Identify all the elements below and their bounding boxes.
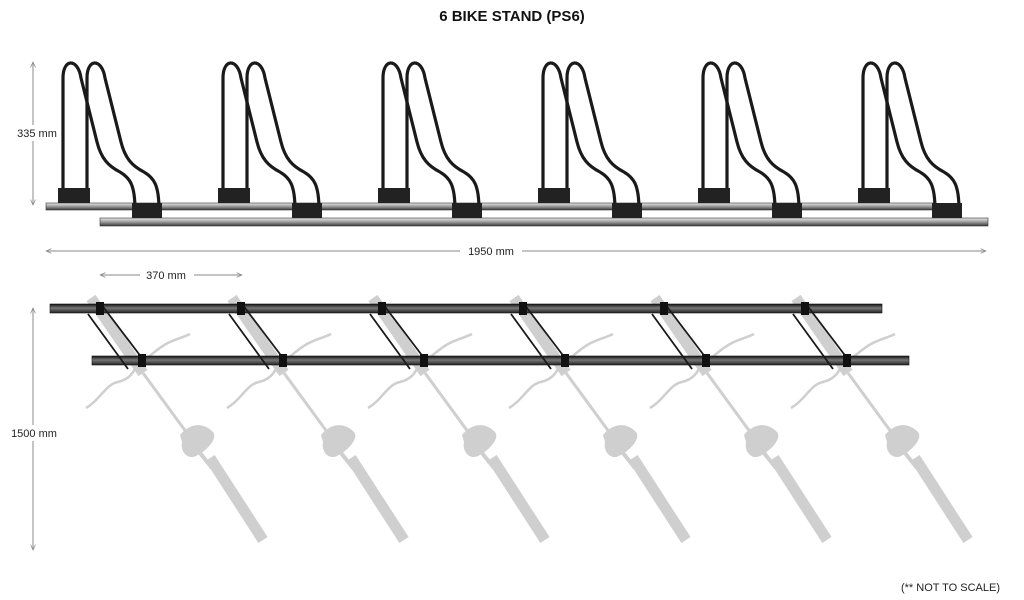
- stand-loop: [885, 61, 961, 212]
- frame-clamp-back: [378, 302, 386, 315]
- stand-base-back: [538, 188, 570, 203]
- plan-frames: [87, 302, 851, 370]
- plan-bike-2: [226, 294, 409, 543]
- frame-clamp-back: [96, 302, 104, 315]
- plan-bikes: [85, 294, 973, 543]
- elevation-stand-4: [538, 61, 642, 218]
- stand-base-back: [218, 188, 250, 203]
- rear-wheel: [346, 455, 409, 543]
- rear-wheel: [910, 455, 973, 543]
- bike-frame-tube: [705, 372, 758, 441]
- frame-outline: [651, 303, 710, 370]
- elevation-stand-5: [698, 61, 802, 218]
- elevation-stand-3: [378, 61, 482, 218]
- stand-base-front: [612, 203, 642, 218]
- plan-frame-2: [228, 302, 287, 370]
- plan-view: 370 mm 1500 mm: [6, 267, 973, 550]
- stand-loop: [381, 61, 457, 212]
- frame-clamp-back: [801, 302, 809, 315]
- length-label-bg: [460, 243, 522, 259]
- elevation-stands: [58, 61, 962, 218]
- plan-bike-4: [508, 294, 691, 543]
- saddle: [603, 425, 638, 458]
- frame-clamp-front: [420, 354, 428, 367]
- frame-clamp-front: [279, 354, 287, 367]
- stand-loop: [61, 61, 137, 212]
- elevation-view: 335 mm 1950 mm: [14, 61, 989, 259]
- saddle: [462, 425, 497, 458]
- frame-clamp-front: [138, 354, 146, 367]
- frame-clamp-front: [561, 354, 569, 367]
- plan-bike-1: [85, 294, 268, 543]
- saddle: [885, 425, 920, 458]
- spacing-dimension-label: 370 mm: [146, 270, 186, 282]
- plan-frame-6: [792, 302, 851, 370]
- frame-outline: [792, 303, 851, 370]
- elevation-rails: [45, 202, 989, 227]
- height-label-bg: [14, 125, 60, 141]
- plan-bike-3: [367, 294, 550, 543]
- diagram-title: 6 BIKE STAND (PS6): [439, 8, 585, 25]
- depth-label-bg: [6, 425, 62, 441]
- frame-clamp-front: [702, 354, 710, 367]
- spacing-label-bg: [140, 267, 194, 283]
- plan-rails: [49, 303, 910, 366]
- frame-clamp-back: [519, 302, 527, 315]
- rear-wheel: [487, 455, 550, 543]
- plan-rail-back: [49, 303, 883, 314]
- stand-loop: [861, 61, 937, 212]
- plan-rail-front: [91, 355, 910, 366]
- frame-clamp-back: [660, 302, 668, 315]
- saddle: [180, 425, 215, 458]
- stand-loop: [565, 61, 641, 212]
- stand-loop: [541, 61, 617, 212]
- stand-loop: [245, 61, 321, 212]
- height-dimension-label: 335 mm: [17, 128, 57, 140]
- plan-bike-6: [790, 294, 973, 543]
- stand-base-back: [858, 188, 890, 203]
- stand-base-front: [132, 203, 162, 218]
- plan-frame-1: [87, 302, 146, 370]
- stand-loop: [405, 61, 481, 212]
- rear-wheel: [628, 455, 691, 543]
- stand-base-front: [932, 203, 962, 218]
- stand-loop: [85, 61, 161, 212]
- bike-frame-tube: [423, 372, 476, 441]
- frame-clamp-front: [843, 354, 851, 367]
- elevation-stand-1: [58, 61, 162, 218]
- stand-loop: [725, 61, 801, 212]
- frame-outline: [369, 303, 428, 370]
- rear-wheel: [769, 455, 832, 543]
- stand-base-back: [698, 188, 730, 203]
- rail-front: [99, 217, 989, 227]
- length-dimension-label: 1950 mm: [468, 246, 514, 258]
- elevation-stand-2: [218, 61, 322, 218]
- plan-frame-3: [369, 302, 428, 370]
- elevation-stand-6: [858, 61, 962, 218]
- frame-outline: [228, 303, 287, 370]
- stand-base-front: [452, 203, 482, 218]
- plan-frame-5: [651, 302, 710, 370]
- bike-frame-tube: [141, 372, 194, 441]
- frame-clamp-back: [237, 302, 245, 315]
- stand-loop: [221, 61, 297, 212]
- saddle: [744, 425, 779, 458]
- bike-frame-tube: [282, 372, 335, 441]
- depth-dimension-label: 1500 mm: [11, 428, 57, 440]
- bike-frame-tube: [564, 372, 617, 441]
- frame-outline: [510, 303, 569, 370]
- not-to-scale-note: (** NOT TO SCALE): [901, 582, 1000, 594]
- frame-outline: [87, 303, 146, 370]
- stand-base-back: [58, 188, 90, 203]
- bike-frame-tube: [846, 372, 899, 441]
- plan-bike-5: [649, 294, 832, 543]
- saddle: [321, 425, 356, 458]
- stand-base-back: [378, 188, 410, 203]
- plan-frame-4: [510, 302, 569, 370]
- stand-base-front: [292, 203, 322, 218]
- stand-loop: [701, 61, 777, 212]
- stand-base-front: [772, 203, 802, 218]
- rear-wheel: [205, 455, 268, 543]
